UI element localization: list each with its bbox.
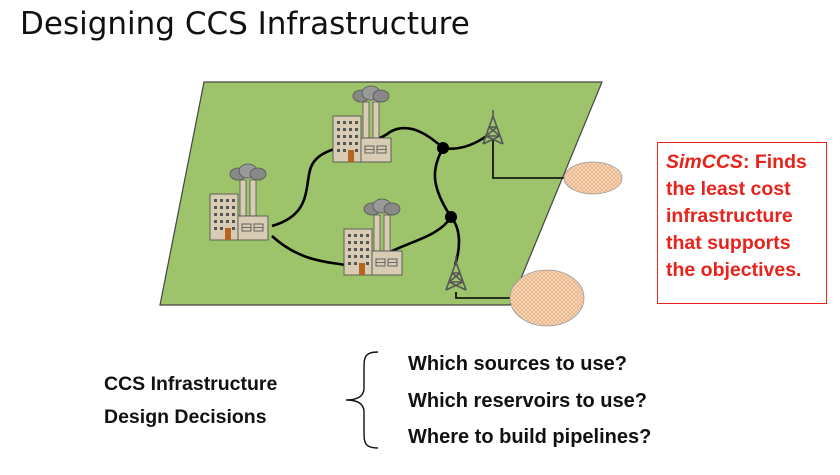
pipeline-junction <box>437 142 449 154</box>
question-item: Which sources to use? <box>408 353 627 375</box>
pipeline-junction <box>445 211 457 223</box>
callout-text: : Finds <box>742 151 807 173</box>
page-title: Designing CCS Infrastructure <box>20 6 470 42</box>
callout-text: the least cost <box>666 178 791 200</box>
decisions-label-line: Design Decisions <box>104 406 267 428</box>
callout-line-1: SimCCS: Finds <box>666 149 826 176</box>
callout-brand: SimCCS <box>666 151 743 173</box>
reservoir <box>509 269 585 327</box>
decisions-label-line: CCS Infrastructure <box>104 373 278 395</box>
callout-text: infrastructure <box>666 205 793 227</box>
decisions-label: CCS Infrastructure Design Decisions <box>104 368 277 434</box>
reservoir-connector <box>492 140 565 179</box>
curly-brace <box>345 351 379 449</box>
decision-questions: Which sources to use? Which reservoirs t… <box>408 346 651 456</box>
question-item: Which reservoirs to use? <box>408 389 647 412</box>
reservoir-connector <box>455 292 510 299</box>
question-item: Where to build pipelines? <box>408 426 652 448</box>
reservoir <box>563 161 623 195</box>
callout-text: the objectives. <box>666 259 802 281</box>
simccs-callout: SimCCS: Finds the least cost infrastruct… <box>657 142 827 304</box>
callout-text: that supports <box>666 232 791 254</box>
